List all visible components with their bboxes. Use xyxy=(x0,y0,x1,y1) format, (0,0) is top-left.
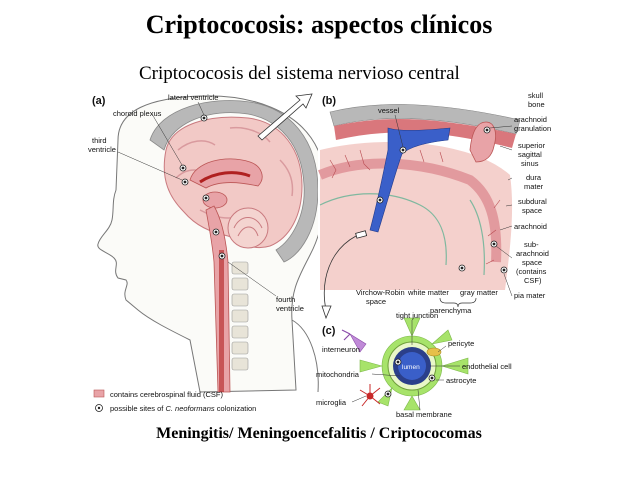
colonization-sites-c xyxy=(384,358,436,398)
label-arach-gran-1: arachnoid xyxy=(514,115,547,124)
label-endothelial-cell: endothelial cell xyxy=(462,362,512,371)
label-vessel: vessel xyxy=(378,106,400,115)
label-gray-matter: gray matter xyxy=(460,288,498,297)
slide-subtitle: Criptococosis del sistema nervioso centr… xyxy=(139,63,460,84)
label-virchow-robin-1: Virchow-Robin xyxy=(356,288,405,297)
panel-c: (c) tight junction pericyte interneuron … xyxy=(316,311,512,419)
label-sss-2: sagittal xyxy=(518,150,542,159)
lumen-circle xyxy=(398,352,426,380)
colonization-sites-b xyxy=(376,126,508,274)
label-lumen: lumen xyxy=(402,364,420,371)
microglia-shape xyxy=(359,384,381,407)
label-subarach-3: space xyxy=(522,258,542,267)
label-parenchyma: parenchyma xyxy=(430,306,472,315)
label-skull-2: bone xyxy=(528,100,545,109)
slide-footer: Meningitis/ Meningoencefalitis / Criptoc… xyxy=(156,425,482,442)
label-subdural-1: subdural xyxy=(518,197,547,206)
panel-b-label: (b) xyxy=(322,95,336,107)
label-interneuron: interneuron xyxy=(322,345,360,354)
legend-csf-swatch xyxy=(93,389,105,398)
label-subarach-4: (contains xyxy=(516,267,547,276)
label-subarach-5: CSF) xyxy=(524,276,542,285)
label-white-matter: white matter xyxy=(407,288,449,297)
interneuron-shape xyxy=(341,329,367,353)
legend-csf-text: contains cerebrospinal fluid (CSF) xyxy=(110,390,223,399)
skull-a xyxy=(149,100,319,263)
label-subarach-2: arachnoid xyxy=(516,249,549,258)
label-fourth-ventricle-2: ventricle xyxy=(276,304,304,313)
panel-a-label: (a) xyxy=(92,95,106,107)
panel-a: (a) lateral ventricle choroid plexus thi… xyxy=(88,93,326,393)
dura-b xyxy=(334,119,516,148)
arrow-to-c xyxy=(323,235,357,311)
legend-sites-text: possible sites of C. neoformans coloniza… xyxy=(110,404,256,413)
label-basal-membrane: basal membrane xyxy=(396,410,452,419)
label-choroid-plexus: choroid plexus xyxy=(113,109,162,118)
label-arach-gran-2: granulation xyxy=(514,124,551,133)
panel-b: (b) vessel skull bone arachnoid granulat… xyxy=(318,91,554,320)
label-sss-3: sinus xyxy=(521,159,539,168)
label-astrocyte: astrocyte xyxy=(446,376,476,385)
label-dura-1: dura xyxy=(526,173,542,182)
label-dura-2: mater xyxy=(524,182,544,191)
label-third-ventricle-1: third xyxy=(92,136,107,145)
label-mitochondria: mitochondria xyxy=(316,370,360,379)
label-subdural-2: space xyxy=(522,206,542,215)
label-pia-mater: pia mater xyxy=(514,291,546,300)
label-skull-1: skull xyxy=(528,91,543,100)
pericyte-shape xyxy=(426,347,442,357)
label-arachnoid: arachnoid xyxy=(514,222,547,231)
cerebellum xyxy=(227,207,269,249)
slide-title: Criptococosis: aspectos clínicos xyxy=(145,10,493,39)
vertebrae xyxy=(231,261,249,371)
vessel-b xyxy=(369,127,451,233)
legend: contains cerebrospinal fluid (CSF) possi… xyxy=(93,389,256,413)
label-lateral-ventricle: lateral ventricle xyxy=(168,93,218,102)
label-sss-1: superior xyxy=(518,141,546,150)
label-pericyte: pericyte xyxy=(448,339,474,348)
label-fourth-ventricle-1: fourth xyxy=(276,295,295,304)
arrow-to-b xyxy=(257,93,313,141)
panel-c-label: (c) xyxy=(322,325,336,337)
label-tight-junction: tight junction xyxy=(396,311,438,320)
label-third-ventricle-2: ventricle xyxy=(88,145,116,154)
label-microglia: microglia xyxy=(316,398,347,407)
label-virchow-robin-2: space xyxy=(366,297,386,306)
label-subarach-1: sub- xyxy=(524,240,539,249)
